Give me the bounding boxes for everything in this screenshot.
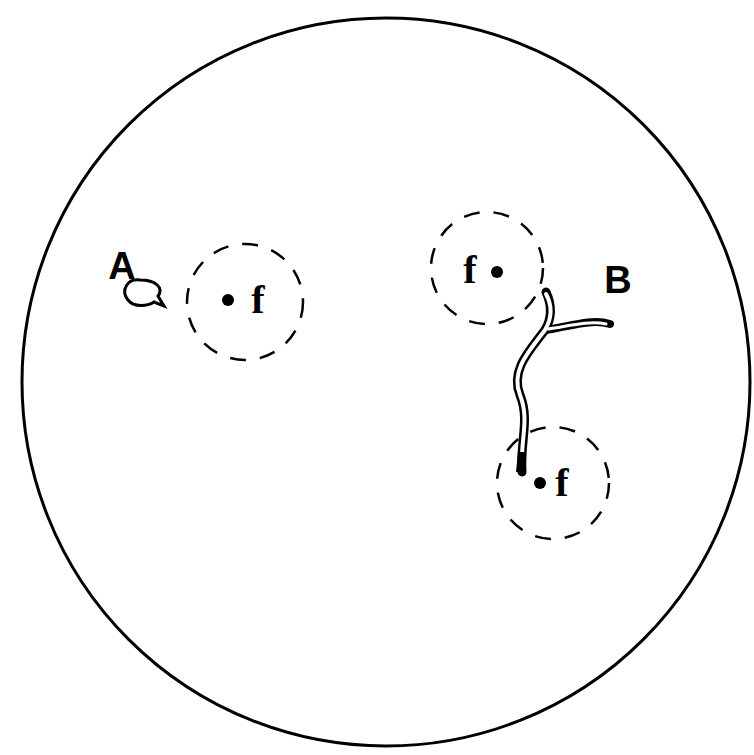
inoculum-dot: [491, 266, 503, 278]
colony-zone: f: [495, 425, 611, 541]
colony-zone: f: [429, 210, 545, 326]
dashed-zone-outline: [185, 242, 305, 362]
dashed-zone-outline: [495, 425, 611, 541]
dashed-zone-outline: [429, 210, 545, 326]
hypha: [516, 292, 610, 472]
zone-letter: f: [463, 250, 476, 290]
petri-dish: [22, 18, 750, 746]
colony-zone: f: [185, 242, 305, 362]
inoculum-dot: [222, 294, 234, 306]
zone-letter: f: [555, 463, 568, 503]
part-letter: A: [108, 247, 135, 285]
part-letter: B: [604, 261, 631, 299]
zone-letter: f: [251, 280, 264, 320]
inoculum-dot: [534, 477, 546, 489]
